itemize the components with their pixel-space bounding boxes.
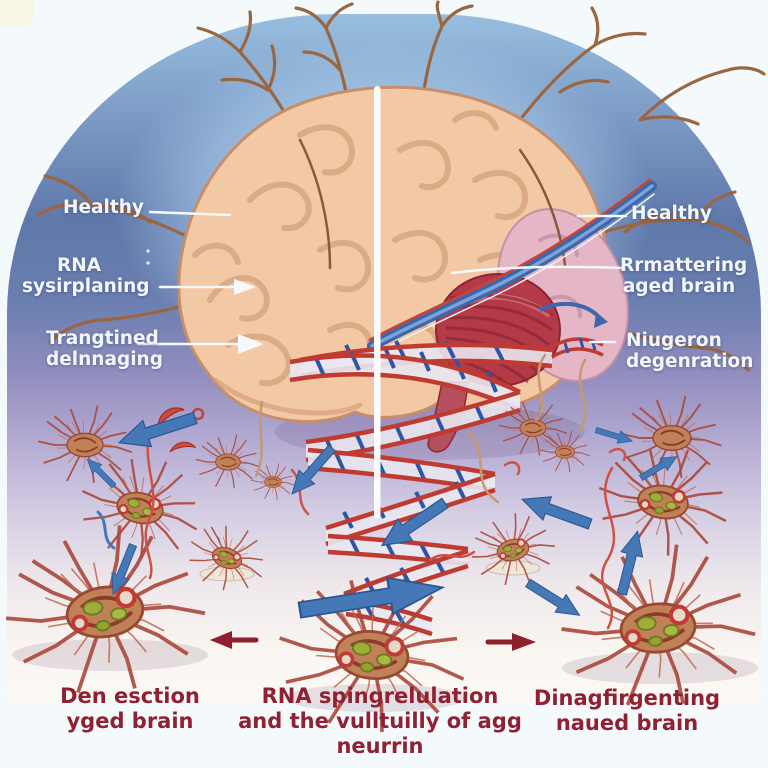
hemisphere-divider-line [374,86,381,518]
label-tangled: Trangtined delnnaging [46,328,163,370]
label-aged-brain: Rrmattering aged brain [620,255,748,297]
dark-red-left-arrow-icon [210,631,259,649]
caption-center: RNA spingrelulation and the vulltuilly o… [238,684,522,758]
caption-left: Den esction yged brain [60,684,200,733]
blue-transfer-arrow-icon [86,411,678,619]
neuron-tangle-icon [0,395,761,740]
dark-red-right-arrow-icon [485,633,536,651]
rna-ribbon-icon [367,178,657,355]
dna-fragment-icon [539,301,608,359]
brain-icon [177,85,629,460]
caption-right: Dinagfirgenting naued brain [533,686,721,735]
thread-squiggles [96,353,627,630]
white-leader-arrow-icon [136,210,628,354]
dendrite-branch-icon [36,0,766,372]
label-rna-splicing: RNA sysirplaning [22,255,150,297]
red-crescent-icon [157,407,205,453]
label-healthy-left: Healthy [63,197,144,218]
label-neuron-degeneration: Niugeron degenration [626,330,754,372]
corner-patch [0,0,34,26]
label-healthy-right: Healthy [631,203,712,224]
